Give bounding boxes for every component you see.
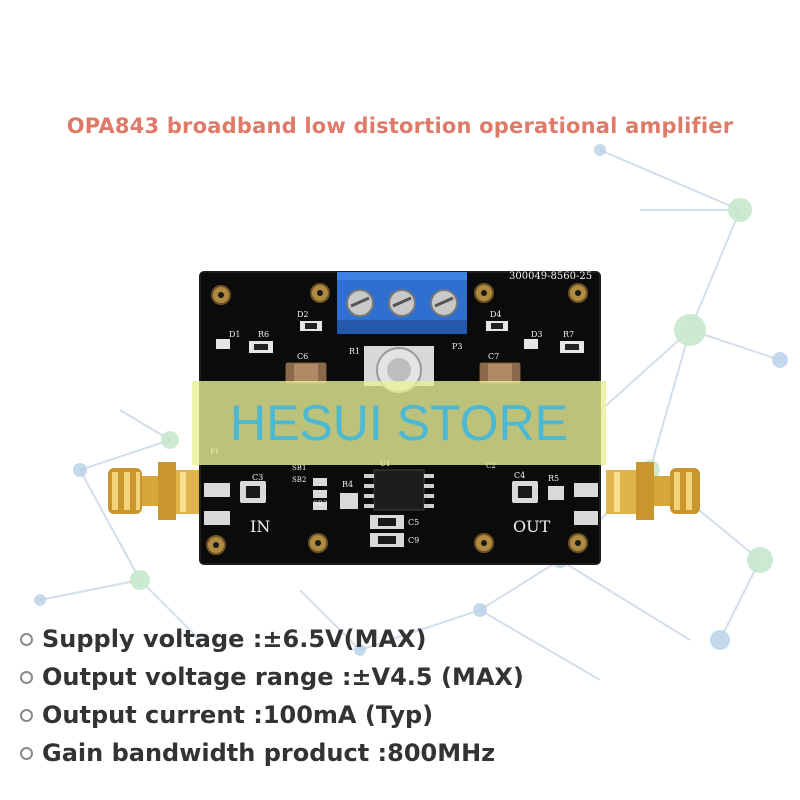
sma-connector-right [606, 462, 700, 520]
watermark-text: HESUI STORE [229, 395, 569, 451]
sma-connector-left [108, 462, 206, 520]
silk-D1: D1 [229, 330, 241, 339]
spec-list: Supply voltage :±6.5V(MAX) Output voltag… [20, 620, 524, 772]
silk-D3: D3 [531, 330, 543, 339]
spec-gain-bandwidth: Gain bandwidth product :800MHz [42, 739, 496, 767]
silk-D4: D4 [490, 310, 502, 319]
watermark-banner [192, 381, 606, 465]
silk-R1: R1 [349, 347, 360, 356]
silk-P3: P3 [452, 342, 462, 351]
spec-item: Output voltage range :±V4.5 (MAX) [20, 658, 524, 696]
bullet-circle-icon [20, 708, 33, 722]
silk-D2: D2 [297, 310, 309, 319]
input-label: IN [250, 517, 270, 536]
output-label: OUT [513, 517, 551, 536]
spec-item: Supply voltage :±6.5V(MAX) [20, 620, 524, 658]
silk-SB1: SB1 [292, 464, 306, 472]
silk-C3: C3 [252, 473, 263, 482]
silk-R6: R6 [258, 330, 269, 339]
silk-C4: C4 [514, 471, 525, 480]
bullet-circle-icon [20, 670, 33, 684]
terminal-block [337, 272, 467, 334]
mounting-holes [206, 283, 588, 555]
silk-C7: C7 [488, 352, 499, 361]
silk-C5: C5 [408, 518, 419, 527]
page-title: OPA843 broadband low distortion operatio… [66, 114, 734, 138]
silk-R5: R5 [548, 474, 559, 483]
silk-R4: R4 [342, 480, 353, 489]
board-serial: 300049-8560-25 [509, 271, 592, 282]
silk-SB2: SB2 [292, 476, 306, 484]
silk-C9: C9 [408, 536, 419, 545]
spec-item: Output current :100mA (Typ) [20, 696, 524, 734]
bullet-circle-icon [20, 632, 33, 646]
bullet-circle-icon [20, 746, 33, 760]
spec-output-voltage-range: Output voltage range :±V4.5 (MAX) [42, 663, 524, 691]
silk-SB3: SB3 [313, 500, 327, 508]
silk-C6: C6 [297, 352, 308, 361]
spec-supply-voltage: Supply voltage :±6.5V(MAX) [42, 625, 427, 653]
silk-R7: R7 [563, 330, 574, 339]
opamp-ic [364, 469, 434, 511]
spec-output-current: Output current :100mA (Typ) [42, 701, 434, 729]
silk-C2: C2 [486, 462, 496, 470]
spec-item: Gain bandwidth product :800MHz [20, 734, 524, 772]
